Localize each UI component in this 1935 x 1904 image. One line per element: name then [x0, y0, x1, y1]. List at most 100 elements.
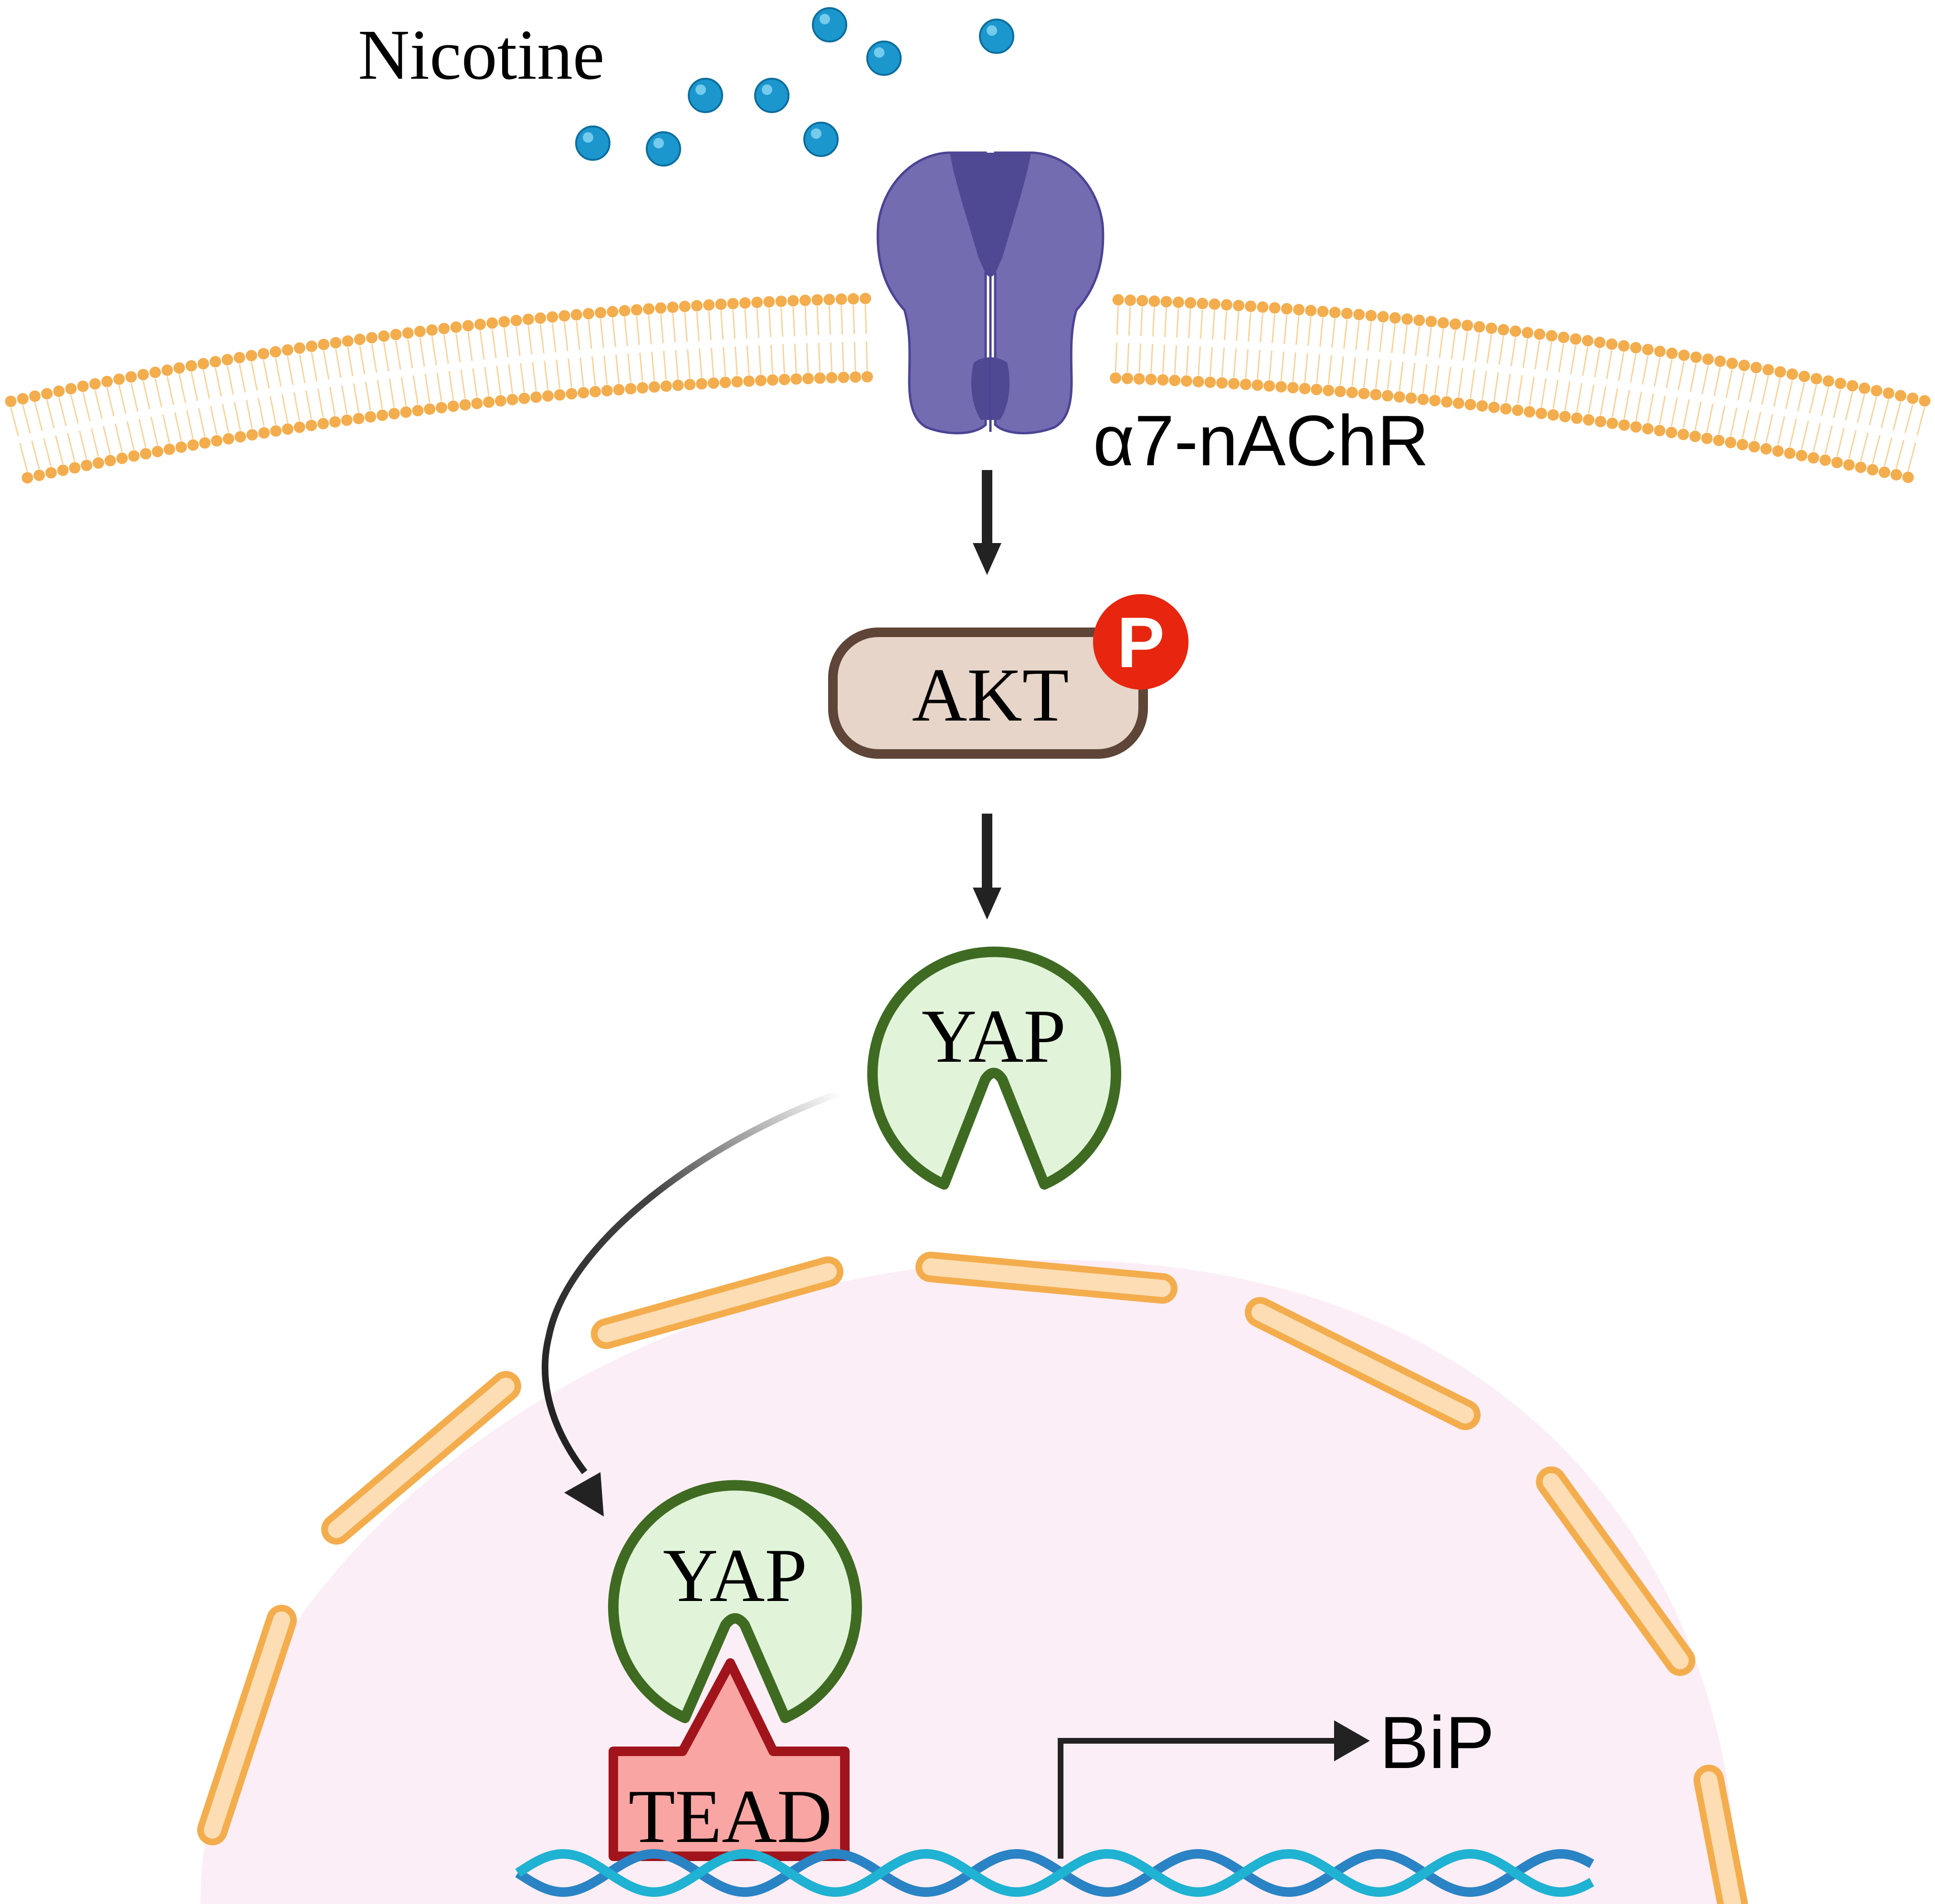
lipid-head — [21, 472, 33, 484]
membrane-lipid-tails — [10, 304, 1925, 472]
lipid-tail — [1260, 313, 1263, 343]
lipid-tail — [443, 335, 449, 364]
lipid-head — [1907, 392, 1919, 404]
lipid-tail — [1833, 389, 1841, 418]
lipid-head — [1365, 310, 1377, 322]
lipid-head — [1642, 344, 1654, 356]
lipid-tail — [1272, 314, 1276, 344]
nucleus-body — [200, 1260, 1737, 1904]
lipid-tail — [1462, 331, 1468, 361]
lipid-head — [175, 441, 187, 453]
lipid-tail — [1730, 408, 1738, 437]
lipid-head — [210, 356, 221, 367]
lipid-tail — [816, 306, 820, 335]
lipid-tail — [611, 318, 616, 347]
lipid-tail — [226, 366, 234, 395]
lipid-tail — [1363, 358, 1368, 387]
lipid-tail — [648, 315, 652, 345]
lipid-tail — [1789, 418, 1797, 448]
lipid-head — [1488, 401, 1500, 413]
lipid-tail — [1422, 364, 1428, 394]
lipid-head — [799, 294, 811, 306]
lipid-tail — [1599, 386, 1607, 416]
lipid-head — [113, 373, 125, 385]
lipid-head — [1571, 412, 1583, 424]
lipid-tail — [1522, 338, 1528, 368]
lipid-head — [1133, 373, 1145, 385]
lipid-tail — [126, 421, 135, 450]
lipid-head — [814, 372, 826, 384]
lipid-head — [570, 309, 582, 321]
lipid-tail — [1812, 423, 1821, 452]
lipid-head — [802, 373, 814, 385]
lipid-tail — [1128, 306, 1131, 336]
lipid-tail — [1415, 326, 1420, 356]
lipid-head — [1859, 382, 1871, 394]
lipid-head — [1197, 297, 1209, 309]
lipid-tail — [532, 362, 537, 391]
lipid-head — [1666, 347, 1678, 359]
lipid-head — [1216, 377, 1228, 389]
lipid-tail — [1797, 382, 1805, 411]
lipid-tail — [768, 308, 772, 337]
lipid-tail — [1387, 360, 1392, 390]
lipid-tail — [588, 320, 592, 349]
lipid-head — [222, 433, 234, 445]
lipid-head — [17, 393, 29, 405]
lipid-head — [823, 293, 835, 305]
lipid-tail — [347, 347, 354, 377]
lipid-tail — [233, 402, 242, 431]
lipid-tail — [293, 392, 300, 421]
lipid-tail — [1174, 345, 1178, 375]
nicotine-molecules — [575, 7, 1014, 167]
lipid-head — [775, 295, 787, 307]
lipid-tail — [1848, 430, 1857, 459]
lipid-tail — [43, 438, 52, 467]
lipid-head — [1346, 387, 1358, 398]
lipid-head — [1382, 390, 1394, 402]
lipid-tail — [1446, 366, 1451, 396]
lipid-head — [149, 366, 161, 378]
lipid-head — [1606, 418, 1618, 429]
lipid-head — [435, 402, 447, 414]
lipid-head — [1413, 314, 1425, 326]
lipid-head — [1389, 312, 1401, 324]
lipid-head — [1654, 425, 1666, 437]
lipid-tail — [865, 341, 868, 371]
lipid-head — [743, 375, 755, 387]
lipid-head — [578, 387, 589, 398]
lipid-head — [258, 348, 270, 360]
lipid-head — [847, 293, 859, 305]
lipid-head — [1808, 452, 1819, 464]
lipid-tail — [245, 399, 253, 429]
lipid-tail — [503, 328, 509, 357]
lipid-tail — [1893, 401, 1902, 430]
lipid-head — [1702, 353, 1714, 365]
lipid-head — [1462, 320, 1473, 332]
lipid-tail — [106, 387, 115, 417]
lipid-head — [637, 382, 649, 394]
lipid-tail — [1606, 350, 1613, 379]
nicotine-molecule — [575, 126, 610, 161]
lipid-head — [388, 408, 400, 419]
lipid-tail — [722, 347, 726, 377]
lipid-head — [1180, 375, 1192, 387]
lipid-tail — [1493, 372, 1499, 401]
lipid-head — [185, 360, 197, 372]
lipid-head — [648, 381, 660, 393]
lipid-tail — [484, 367, 490, 396]
lipid-tail — [1582, 346, 1588, 376]
lipid-head — [104, 455, 116, 467]
lipid-tail — [1765, 414, 1774, 443]
lipid-head — [1441, 396, 1453, 408]
lipid-tail — [329, 387, 336, 416]
lipid-tail — [744, 309, 748, 338]
transcription-arrow — [1058, 1720, 1370, 1859]
receptor-channel — [876, 151, 1104, 435]
lipid-tail — [1481, 371, 1487, 400]
lipid-tail — [1434, 365, 1440, 395]
lipid-head — [1819, 454, 1831, 466]
lipid-head — [1559, 410, 1571, 422]
lipid-head — [471, 398, 483, 409]
lipid-tail — [1331, 318, 1336, 348]
